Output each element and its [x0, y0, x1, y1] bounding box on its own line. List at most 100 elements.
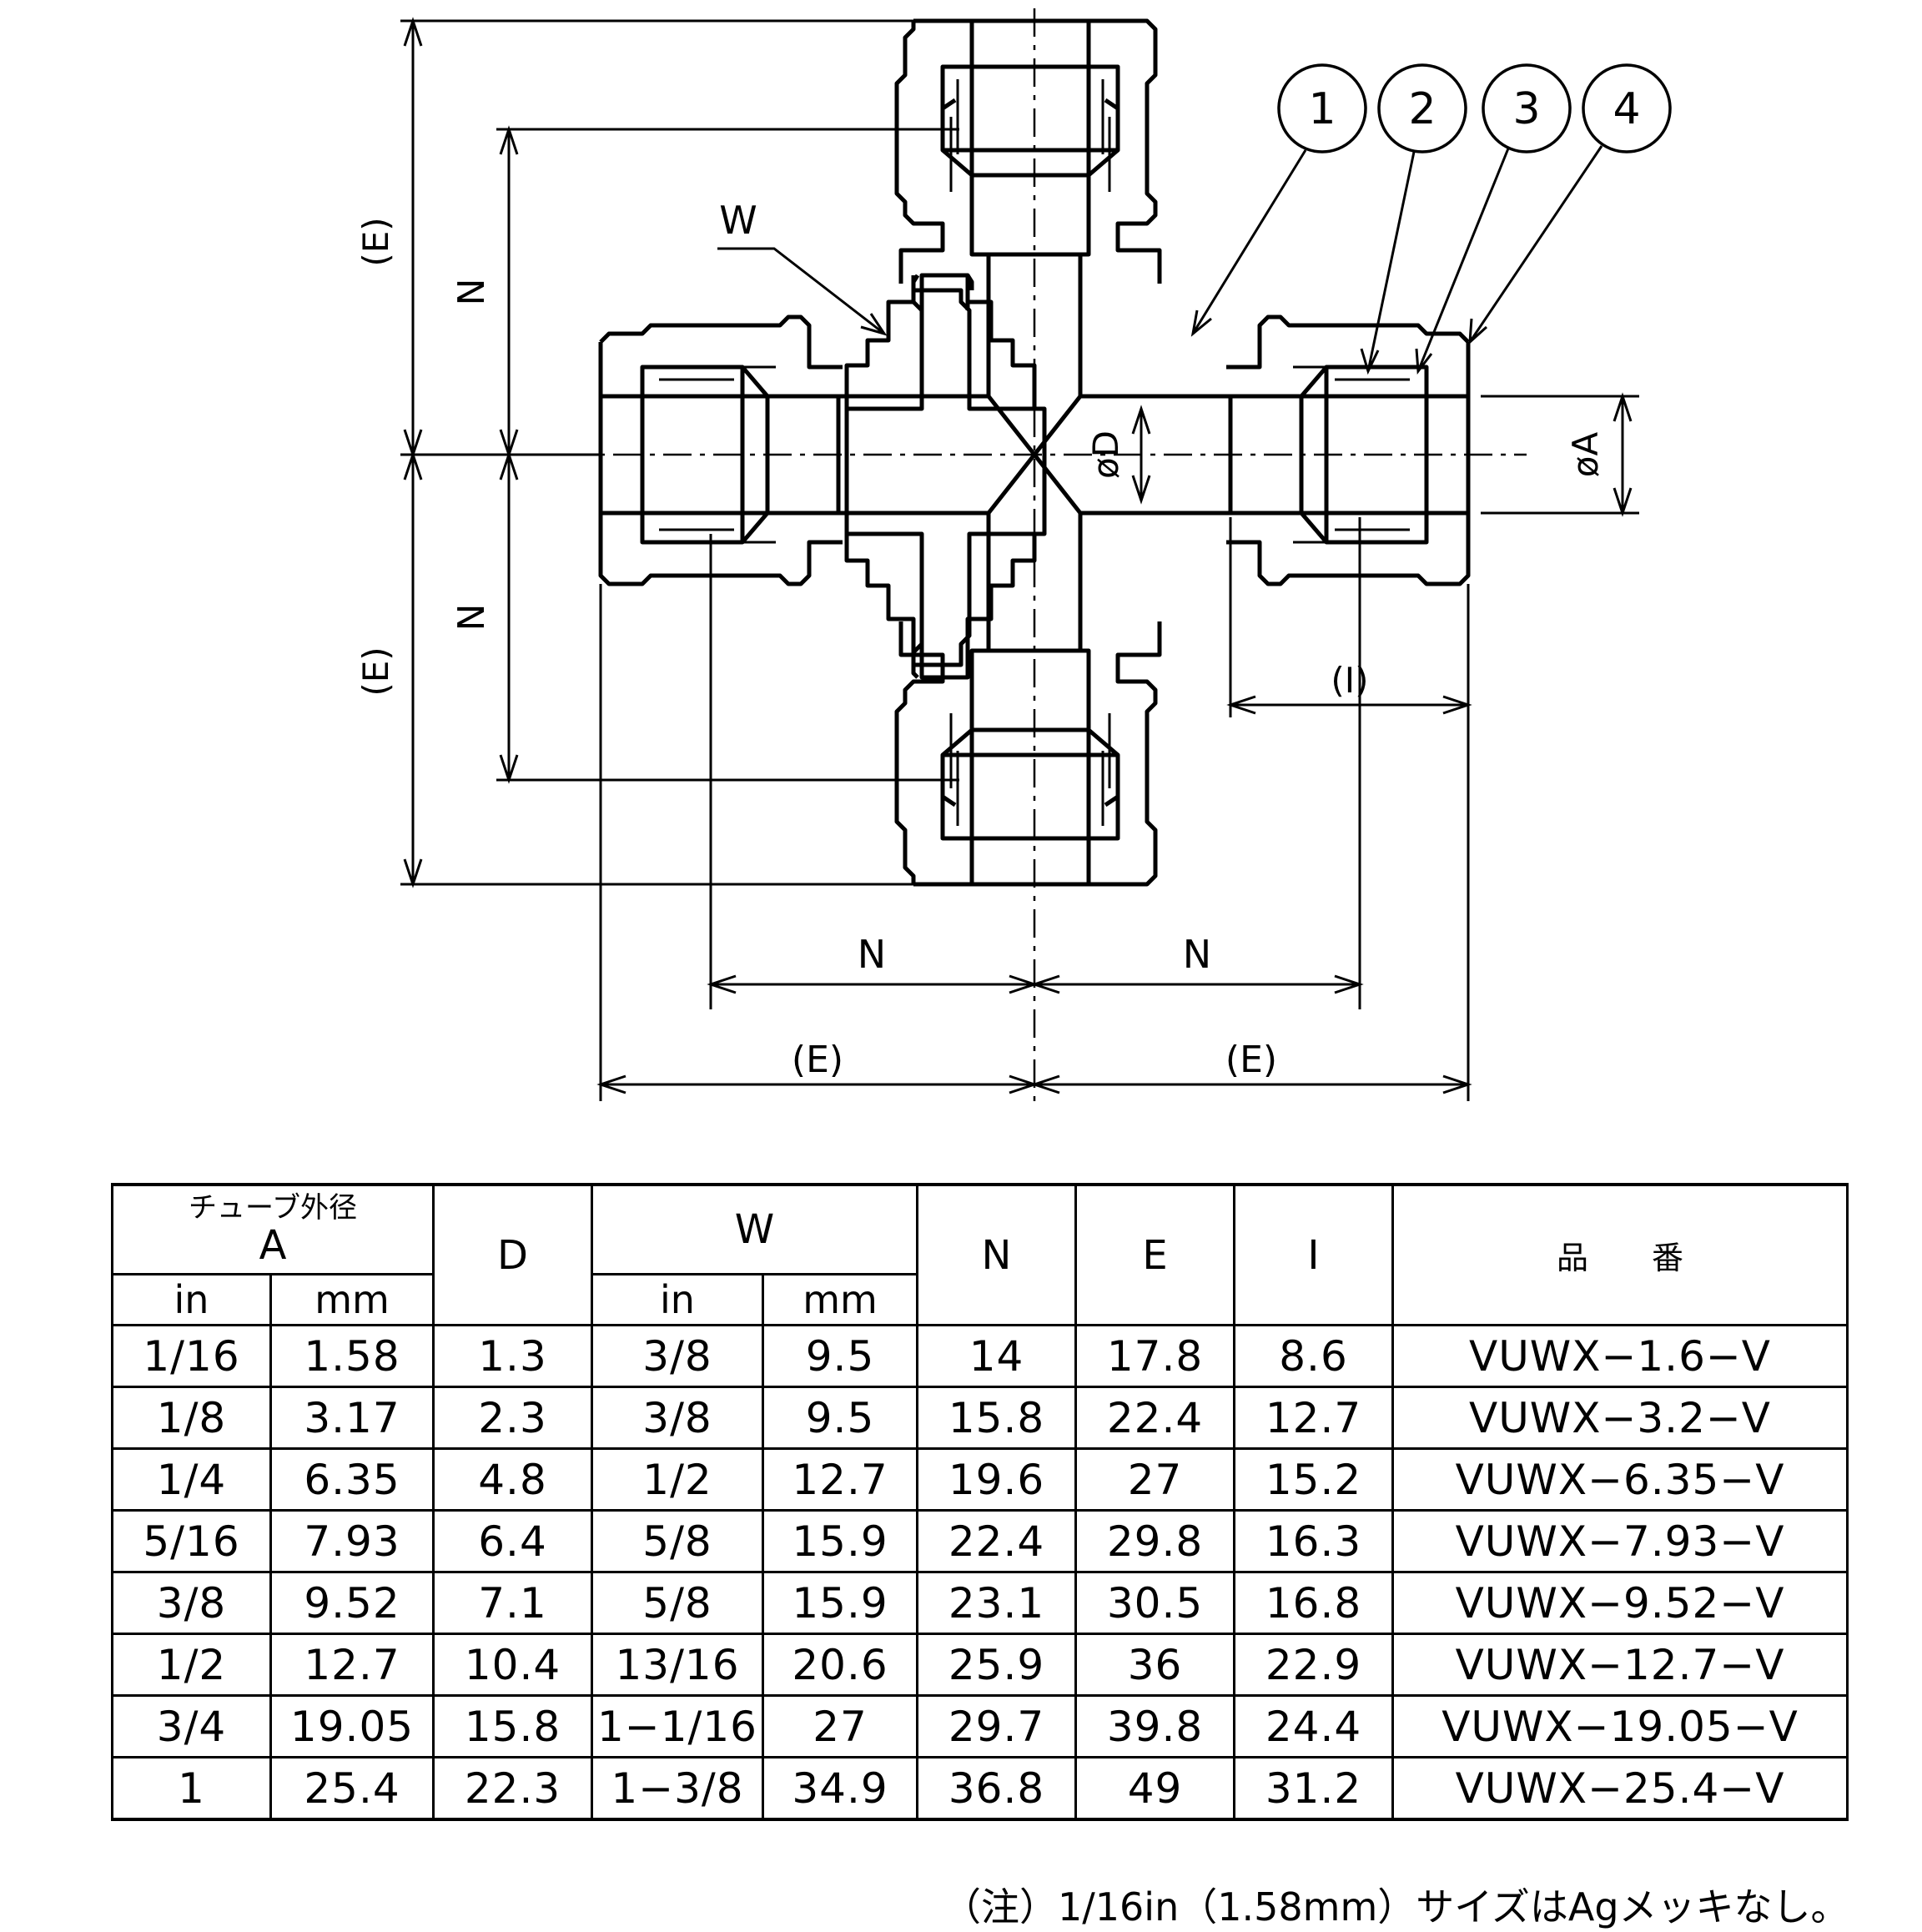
cell-d: 6.4 [432, 1509, 593, 1573]
dim-label-D: øD [1085, 430, 1126, 479]
cell-a-mm: 19.05 [269, 1694, 435, 1758]
header-a-in: in [111, 1273, 272, 1326]
cell-i: 31.2 [1233, 1756, 1394, 1821]
dim-label-I: (I) [1331, 660, 1368, 701]
cell-n: 29.7 [916, 1694, 1077, 1758]
cell-n: 15.8 [916, 1386, 1077, 1450]
cell-d: 15.8 [432, 1694, 593, 1758]
cell-w-mm: 9.5 [762, 1324, 918, 1388]
cell-a-in: 3/8 [111, 1571, 272, 1635]
cell-w-in: 3/8 [591, 1324, 764, 1388]
cell-a-mm: 12.7 [269, 1633, 435, 1697]
cell-a-in: 1/2 [111, 1633, 272, 1697]
cell-a-mm: 3.17 [269, 1386, 435, 1450]
header-D: D [432, 1183, 593, 1326]
cell-a-mm: 7.93 [269, 1509, 435, 1573]
cell-a-mm: 9.52 [269, 1571, 435, 1635]
dim-label-W: W [719, 198, 757, 243]
cell-a-in: 1/8 [111, 1386, 272, 1450]
dim-label-E-upper: (E) [355, 217, 396, 266]
cell-w-in: 5/8 [591, 1509, 764, 1573]
dim-bottom-N: N N [707, 517, 1364, 1009]
balloon-4-label: 4 [1613, 84, 1640, 134]
cell-i: 16.8 [1233, 1571, 1394, 1635]
header-E: E [1074, 1183, 1235, 1326]
header-part-no: 品 番 [1391, 1183, 1849, 1326]
cell-d: 10.4 [432, 1633, 593, 1697]
balloon-3: 3 [1415, 63, 1572, 375]
dim-D: øD [1085, 405, 1151, 505]
header-tube-od-letter: A [259, 1222, 287, 1269]
header-N: N [916, 1183, 1077, 1326]
cell-w-in: 3/8 [591, 1386, 764, 1450]
cell-w-mm: 15.9 [762, 1571, 918, 1635]
dim-label-N-upper: N [450, 279, 493, 306]
dim-bottom-E: (E) (E) [596, 584, 1472, 1101]
cell-i: 22.9 [1233, 1633, 1394, 1697]
cell-n: 23.1 [916, 1571, 1077, 1635]
cell-part: VUWX−3.2−V [1391, 1386, 1849, 1450]
cell-e: 17.8 [1074, 1324, 1235, 1388]
cell-i: 16.3 [1233, 1509, 1394, 1573]
cell-i: 15.2 [1233, 1447, 1394, 1512]
cell-w-in: 1/2 [591, 1447, 764, 1512]
dim-I: (I) [1226, 517, 1472, 717]
cell-w-mm: 27 [762, 1694, 918, 1758]
cell-d: 1.3 [432, 1324, 593, 1388]
body-cross [844, 275, 1037, 665]
balloon-1: 1 [1190, 63, 1367, 337]
dim-label-A: øA [1565, 432, 1606, 478]
header-w-in: in [591, 1273, 764, 1326]
cell-d: 4.8 [432, 1447, 593, 1512]
cell-part: VUWX−1.6−V [1391, 1324, 1849, 1388]
header-tube-od: チューブ外径 A [111, 1183, 435, 1275]
header-tube-od-jp: チューブ外径 [189, 1191, 357, 1225]
cell-a-mm: 1.58 [269, 1324, 435, 1388]
cell-e: 49 [1074, 1756, 1235, 1821]
body-center [919, 273, 970, 680]
header-I: I [1233, 1183, 1394, 1326]
cell-w-mm: 15.9 [762, 1509, 918, 1573]
balloon-2: 2 [1360, 63, 1467, 375]
cell-n: 25.9 [916, 1633, 1077, 1697]
cell-part: VUWX−12.7−V [1391, 1633, 1849, 1697]
top-nut [894, 18, 1162, 284]
header-a-mm: mm [269, 1273, 435, 1326]
footnote: （注）1/16in（1.58mm）サイズはAgメッキなし。 [943, 1884, 1849, 1929]
cell-a-in: 1/4 [111, 1447, 272, 1512]
cell-a-in: 3/4 [111, 1694, 272, 1758]
cell-a-in: 1/16 [111, 1324, 272, 1388]
dim-label-N-lower: N [450, 604, 493, 631]
header-w-mm: mm [762, 1273, 918, 1326]
cell-part: VUWX−19.05−V [1391, 1694, 1849, 1758]
left-nut [598, 314, 843, 586]
cell-i: 12.7 [1233, 1386, 1394, 1450]
dim-label-N-left: N [858, 932, 886, 977]
cell-e: 27 [1074, 1447, 1235, 1512]
cell-n: 19.6 [916, 1447, 1077, 1512]
bottom-nut [894, 621, 1162, 887]
cell-w-mm: 34.9 [762, 1756, 918, 1821]
cell-n: 36.8 [916, 1756, 1077, 1821]
cell-i: 24.4 [1233, 1694, 1394, 1758]
dim-label-E-bottom-left: (E) [792, 1039, 843, 1081]
cell-part: VUWX−25.4−V [1391, 1756, 1849, 1821]
dim-label-N-right: N [1183, 932, 1211, 977]
cell-n: 22.4 [916, 1509, 1077, 1573]
cell-a-in: 5/16 [111, 1509, 272, 1573]
body-outline [844, 288, 1047, 667]
cell-i: 8.6 [1233, 1324, 1394, 1388]
balloon-4: 4 [1468, 63, 1672, 345]
cell-e: 30.5 [1074, 1571, 1235, 1635]
cell-w-mm: 12.7 [762, 1447, 918, 1512]
cell-a-mm: 6.35 [269, 1447, 435, 1512]
